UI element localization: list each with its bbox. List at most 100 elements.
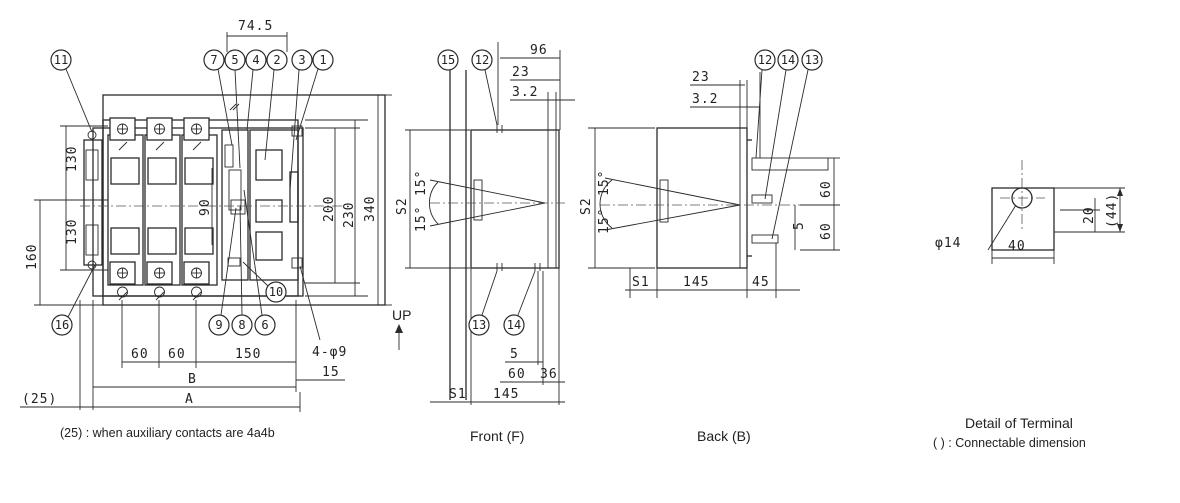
dim-90: 90 xyxy=(198,198,213,216)
side-back-60b: 60 xyxy=(819,222,834,240)
caption-detail-title: Detail of Terminal xyxy=(965,415,1073,431)
dim-15: 15 xyxy=(322,365,340,380)
svg-text:15: 15 xyxy=(441,53,455,67)
side-front-5: 5 xyxy=(510,347,519,362)
svg-text:16: 16 xyxy=(55,318,69,332)
svg-text:7: 7 xyxy=(210,53,217,67)
svg-text:10: 10 xyxy=(269,285,283,299)
svg-text:12: 12 xyxy=(475,53,489,67)
side-front-145: 145 xyxy=(493,387,519,402)
caption-front: Front (F) xyxy=(470,428,524,444)
terminal-detail: φ14 40 20 (44) xyxy=(935,160,1125,264)
side-back-body xyxy=(656,127,748,269)
svg-text:8: 8 xyxy=(238,318,245,332)
balloon-16: 16 xyxy=(51,314,73,336)
dim-200: 200 xyxy=(322,196,337,222)
up-label: UP xyxy=(392,307,411,323)
side-back-5: 5 xyxy=(792,221,807,230)
side-back-s1: S1 xyxy=(632,275,650,290)
svg-text:2: 2 xyxy=(273,53,280,67)
balloon-3: 3 xyxy=(291,49,313,71)
balloon-1: 1 xyxy=(312,49,334,71)
dim-340: 340 xyxy=(363,196,378,222)
svg-text:13: 13 xyxy=(805,53,819,67)
dim-74-5: 74.5 xyxy=(238,19,273,34)
terminal-h44: (44) xyxy=(1105,193,1120,228)
dim-B: B xyxy=(188,372,197,387)
up-arrow-icon xyxy=(395,324,403,333)
balloon-7: 7 xyxy=(203,49,225,71)
side-back-145: 145 xyxy=(683,275,709,290)
side-view-front: S2 15° 15° 96 23 3.2 5 60 36 S1 145 15 1… xyxy=(395,42,575,405)
side-back-angle-a: 15° xyxy=(597,208,612,234)
balloon-side-14: 14 xyxy=(503,314,525,336)
balloon-5: 5 xyxy=(224,49,246,71)
balloon-4: 4 xyxy=(245,49,267,71)
balloon-9: 9 xyxy=(208,314,230,336)
svg-text:14: 14 xyxy=(507,318,521,332)
side-front-3-2: 3.2 xyxy=(512,85,538,100)
svg-text:3: 3 xyxy=(298,53,305,67)
caption-back: Back (B) xyxy=(697,428,751,444)
side-front-36: 36 xyxy=(540,367,558,382)
svg-text:11: 11 xyxy=(54,53,68,67)
dim-pitch-60b: 60 xyxy=(168,347,186,362)
side-front-s1: S1 xyxy=(449,387,467,402)
magnet-section xyxy=(249,129,299,281)
balloon-back-14: 14 xyxy=(777,49,799,71)
dim-160: 160 xyxy=(25,244,40,270)
balloon-10: 10 xyxy=(265,281,287,303)
terminal-hole xyxy=(1011,187,1033,209)
svg-text:5: 5 xyxy=(231,53,238,67)
side-front-angle-a: 15° xyxy=(414,206,429,232)
dim-130-lower: 130 xyxy=(65,219,80,245)
svg-text:1: 1 xyxy=(319,53,326,67)
terminal-h20: 20 xyxy=(1082,206,1097,224)
svg-text:9: 9 xyxy=(215,318,222,332)
dim-150: 150 xyxy=(235,347,261,362)
balloon-side-12: 12 xyxy=(471,49,493,71)
balloon-back-13: 13 xyxy=(801,49,823,71)
svg-text:6: 6 xyxy=(261,318,268,332)
side-front-angle-b: 15° xyxy=(414,170,429,196)
side-front-s2: S2 xyxy=(395,197,410,215)
side-back-60a: 60 xyxy=(819,180,834,198)
front-view: 74.5 130 130 160 90 200 230 340 xyxy=(20,19,411,412)
balloon-8: 8 xyxy=(231,314,253,336)
side-front-96: 96 xyxy=(530,43,548,58)
caption-aux-note: (25) : when auxiliary contacts are 4a4b xyxy=(60,426,275,440)
svg-text:12: 12 xyxy=(758,53,772,67)
side-front-23: 23 xyxy=(512,65,530,80)
dim-230: 230 xyxy=(342,202,357,228)
side-front-60: 60 xyxy=(508,367,526,382)
upper-terminals xyxy=(109,117,210,141)
dim-25: (25) xyxy=(22,392,57,407)
side-back-23: 23 xyxy=(692,70,710,85)
dim-holes-4-9: 4-φ9 xyxy=(312,345,347,360)
side-view-back: S2 15° 15° 23 3.2 60 5 60 S1 145 45 12 1… xyxy=(579,49,840,298)
side-back-angle-b: 15° xyxy=(597,170,612,196)
side-front-body xyxy=(470,129,560,269)
balloon-2: 2 xyxy=(266,49,288,71)
svg-text:4: 4 xyxy=(252,53,259,67)
balloon-11: 11 xyxy=(50,49,72,71)
dim-A: A xyxy=(185,392,194,407)
svg-text:13: 13 xyxy=(472,318,486,332)
svg-text:14: 14 xyxy=(781,53,795,67)
terminal-w40: 40 xyxy=(1008,239,1026,254)
balloon-back-12: 12 xyxy=(754,49,776,71)
balloon-side-13: 13 xyxy=(468,314,490,336)
dim-pitch-60a: 60 xyxy=(131,347,149,362)
coil-section xyxy=(221,129,249,281)
aux-contact-block xyxy=(83,139,103,266)
lower-terminals xyxy=(109,261,210,298)
side-back-45: 45 xyxy=(752,275,770,290)
caption-detail-note: ( ) : Connectable dimension xyxy=(933,436,1086,450)
dim-130-upper: 130 xyxy=(65,146,80,172)
side-back-s2: S2 xyxy=(579,197,594,215)
side-back-3-2: 3.2 xyxy=(692,92,718,107)
balloon-side-15: 15 xyxy=(437,49,459,71)
terminal-dia-14: φ14 xyxy=(935,236,961,251)
